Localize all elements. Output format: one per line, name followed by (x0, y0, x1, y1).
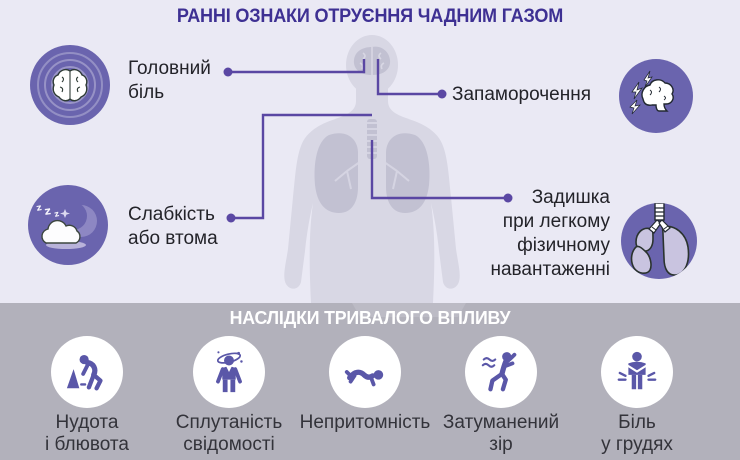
early-signs-title: РАННІ ОЗНАКИ ОТРУЄННЯ ЧАДНИМ ГАЗОМ (176, 6, 564, 27)
effect-blurred-vision: Затуманений зір (430, 336, 572, 456)
svg-text:z: z (53, 209, 60, 219)
chest-pain-label: Біль у грудях (601, 412, 673, 455)
blurred-vision-label: Затуманений зір (442, 412, 560, 455)
confused-person-icon (193, 336, 265, 408)
lungs-icon (620, 202, 698, 280)
svg-text:z: z (36, 203, 43, 214)
human-body-silhouette (263, 31, 479, 303)
nausea-vomiting-label: Нудота і блювота (45, 412, 129, 455)
chest-pain-person-icon (601, 336, 673, 408)
silhouette-fade (352, 303, 466, 317)
brain-lightning-icon (618, 58, 694, 134)
early-signs-section: РАННІ ОЗНАКИ ОТРУЄННЯ ЧАДНИМ ГАЗОМ (26, 6, 698, 303)
sleep-cloud-icon: z z z (26, 183, 110, 267)
effect-confusion: Сплутаність свідомості (158, 336, 300, 456)
collapsed-person-icon (329, 336, 401, 408)
staggering-person-icon (465, 336, 537, 408)
svg-text:z: z (44, 204, 52, 218)
dizziness-label: Запаморочення (452, 84, 591, 105)
effect-unconsciousness: Непритомність (294, 336, 436, 434)
effect-nausea-vomiting: Нудота і блювота (16, 336, 158, 456)
long-term-effects-title: НАСЛІДКИ ТРИВАЛОГО ВПЛИВУ (229, 307, 511, 328)
vomiting-person-icon (51, 336, 123, 408)
headache-label: Головний біль (128, 58, 211, 103)
brain-rings-icon (28, 43, 112, 127)
confusion-label: Сплутаність свідомості (175, 412, 283, 455)
shortness-of-breath-label: Задишка при легкому фізичному навантажен… (490, 187, 610, 280)
unconsciousness-label: Непритомність (299, 412, 431, 433)
long-term-effects-section: НАСЛІДКИ ТРИВАЛОГО ВПЛИВУ (0, 303, 740, 460)
weakness-label: Слабкість або втома (128, 204, 218, 249)
effect-chest-pain: Біль у грудях (566, 336, 708, 456)
